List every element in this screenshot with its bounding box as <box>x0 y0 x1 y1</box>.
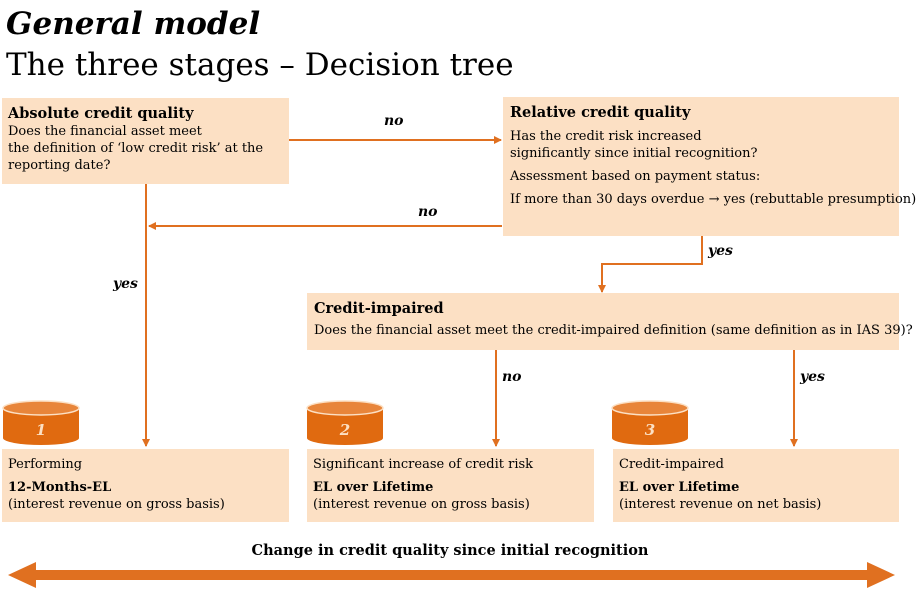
relative-question-line-2: significantly since initial recognition? <box>510 146 758 161</box>
label-yes-impaired: yes <box>800 369 825 385</box>
absolute-question-line-2: the definition of ‘low credit risk’ at t… <box>8 141 264 156</box>
stage-1-number: 1 <box>35 421 47 439</box>
absolute-question-line-1: Does the financial asset meet <box>8 124 202 139</box>
stage-2-number: 2 <box>339 421 351 439</box>
arrow-relative-yes-down <box>598 236 703 293</box>
stage-1-name: Performing <box>8 457 83 472</box>
absolute-heading: Absolute credit quality <box>8 105 194 122</box>
label-yes-left: yes <box>113 276 138 292</box>
stage-3-measure: EL over Lifetime <box>619 480 740 495</box>
credit-quality-axis-label: Change in credit quality since initial r… <box>251 542 649 559</box>
relative-credit-quality-box: Relative credit quality Has the credit r… <box>503 97 916 236</box>
stage-3-cylinder <box>611 400 689 445</box>
stage-3-number: 3 <box>644 421 656 439</box>
label-no-middle: no <box>418 204 438 220</box>
stage-3-note: (interest revenue on net basis) <box>619 497 822 512</box>
stage-3-box: Credit-impaired EL over Lifetime (intere… <box>613 449 899 522</box>
stage-2-name: Significant increase of credit risk <box>313 457 534 472</box>
stage-3-name: Credit-impaired <box>619 457 724 472</box>
page-title: General model <box>6 6 261 42</box>
impaired-question: Does the financial asset meet the credit… <box>314 323 913 338</box>
credit-quality-double-arrow <box>8 562 895 588</box>
stage-1-box: Performing 12-Months-EL (interest revenu… <box>2 449 289 522</box>
relative-question-line-1: Has the credit risk increased <box>510 129 702 144</box>
stage-1-note: (interest revenue on gross basis) <box>8 497 225 512</box>
stage-2-box: Significant increase of credit risk EL o… <box>307 449 594 522</box>
relative-heading: Relative credit quality <box>510 104 691 121</box>
credit-impaired-box: Credit-impaired Does the financial asset… <box>307 293 913 350</box>
label-no-impaired: no <box>502 369 522 385</box>
page-subtitle: The three stages – Decision tree <box>6 47 514 83</box>
label-no-top: no <box>384 113 404 129</box>
impaired-heading: Credit-impaired <box>314 300 444 317</box>
label-yes-relative: yes <box>708 243 733 259</box>
stage-1-cylinder <box>2 400 80 445</box>
stage-1-measure: 12-Months-EL <box>8 480 112 495</box>
stage-2-measure: EL over Lifetime <box>313 480 434 495</box>
absolute-credit-quality-box: Absolute credit quality Does the financi… <box>2 98 289 184</box>
stage-2-cylinder <box>306 400 384 445</box>
relative-rule: If more than 30 days overdue → yes (rebu… <box>510 192 916 207</box>
absolute-question-line-3: reporting date? <box>8 158 111 173</box>
stage-2-note: (interest revenue on gross basis) <box>313 497 530 512</box>
relative-assessment: Assessment based on payment status: <box>510 169 761 184</box>
